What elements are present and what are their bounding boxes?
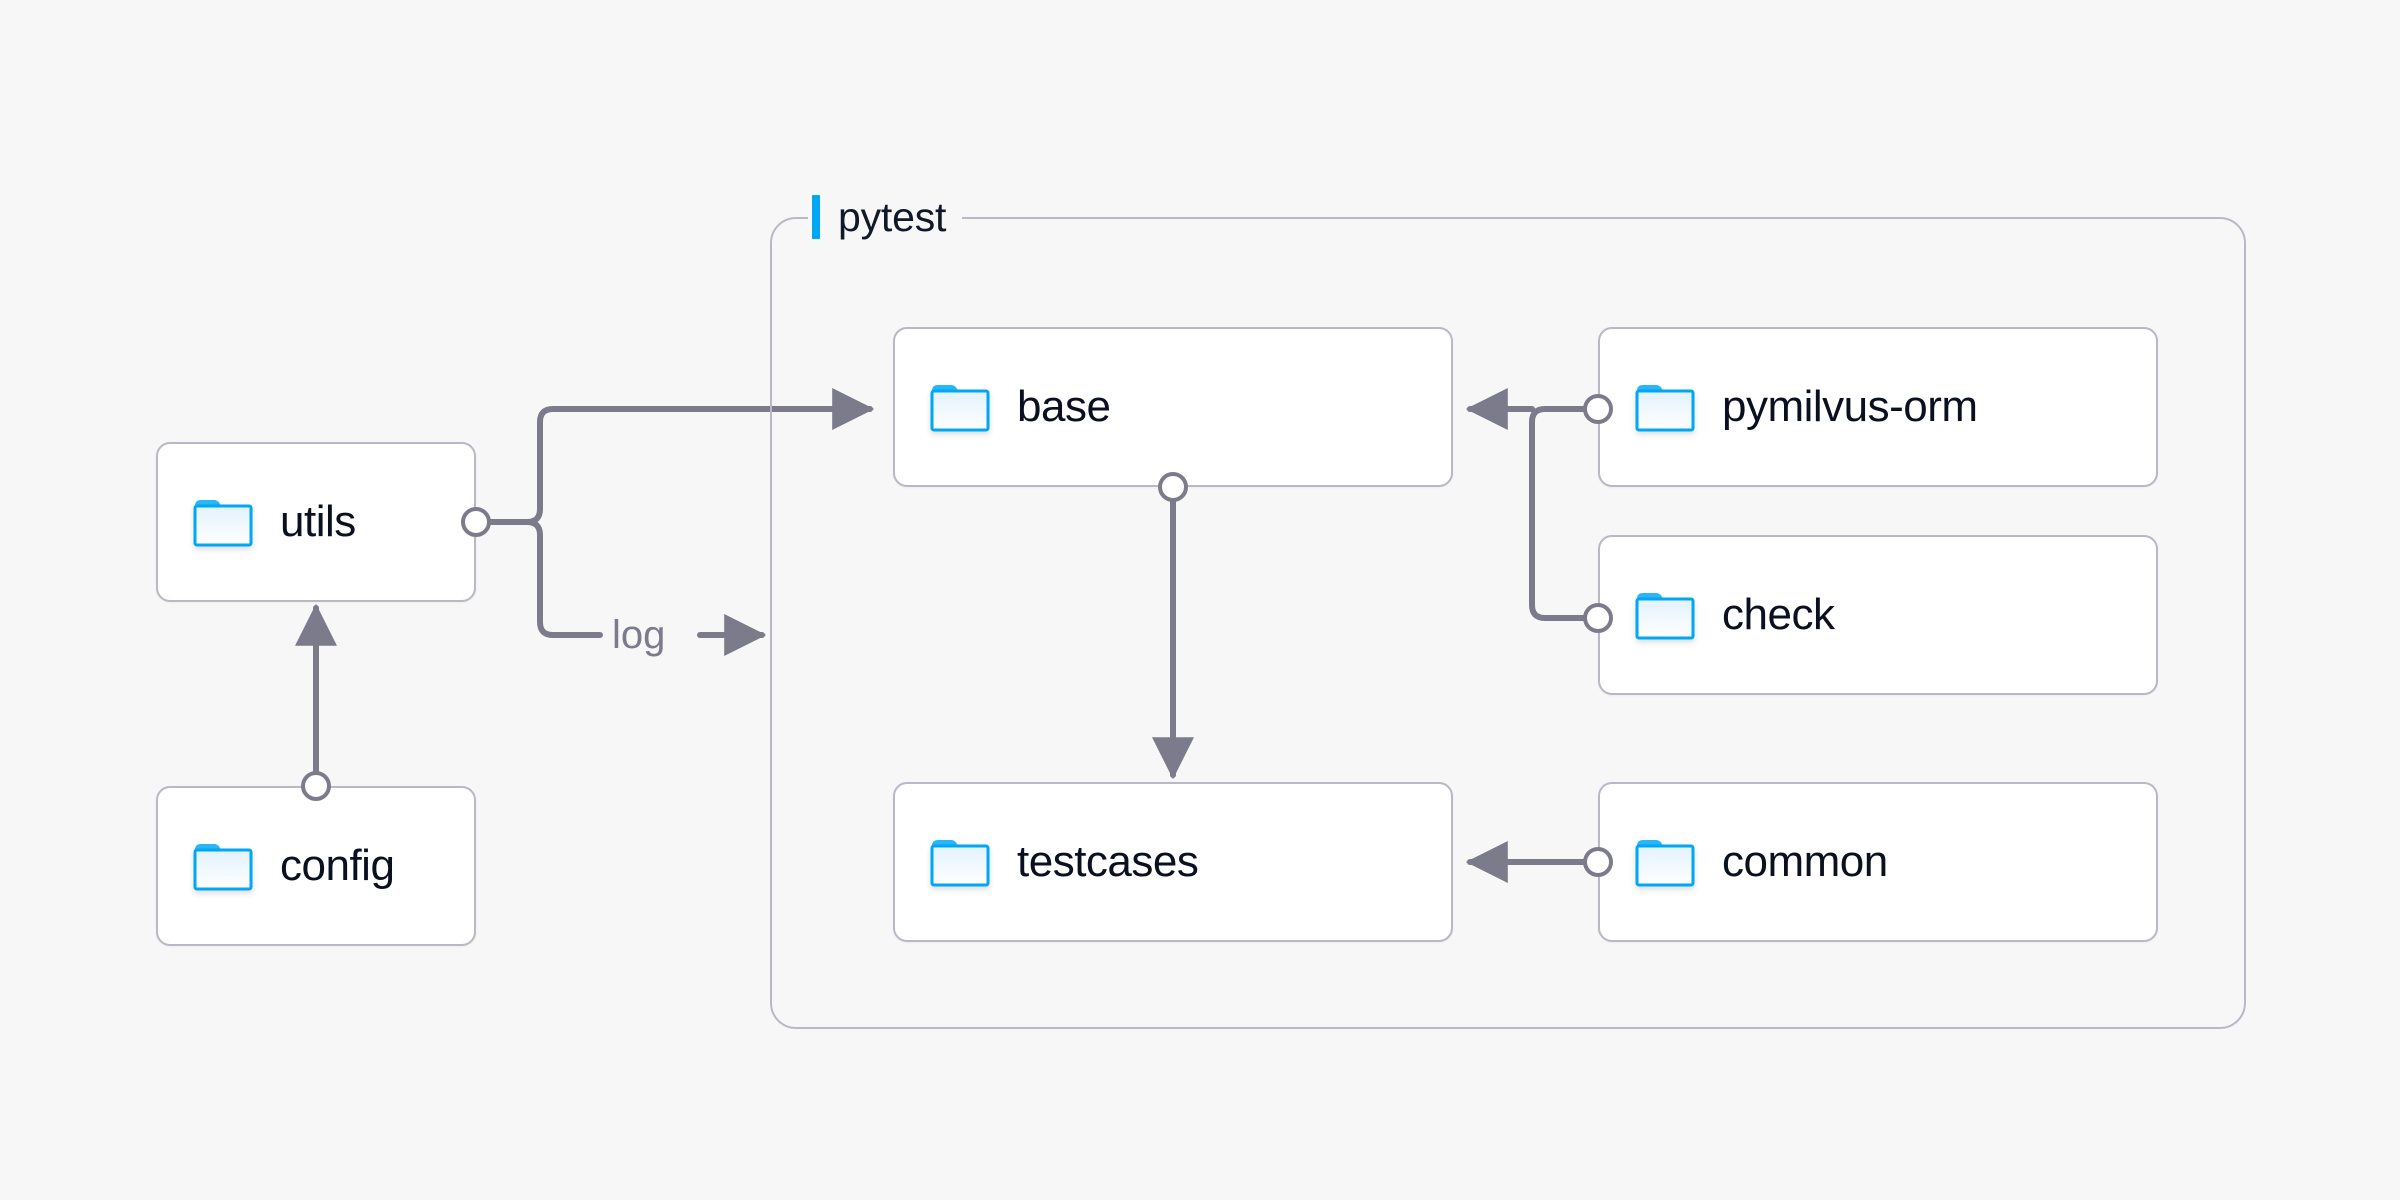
node-common[interactable]: common — [1598, 782, 2158, 942]
edge-label-log: log — [604, 613, 674, 657]
folder-icon — [929, 836, 991, 888]
group-pytest-label: pytest — [808, 190, 963, 244]
node-label: pymilvus-orm — [1722, 382, 1978, 431]
node-utils[interactable]: utils — [156, 442, 476, 602]
node-label: utils — [280, 497, 356, 546]
port-pymilvus-orm-left[interactable] — [1583, 394, 1613, 424]
port-common-left[interactable] — [1583, 847, 1613, 877]
node-label: config — [280, 841, 395, 890]
folder-icon — [1634, 589, 1696, 641]
folder-icon — [192, 496, 254, 548]
node-config[interactable]: config — [156, 786, 476, 946]
port-base-bottom[interactable] — [1158, 472, 1188, 502]
node-label: testcases — [1017, 837, 1199, 886]
node-label: base — [1017, 382, 1111, 431]
node-testcases[interactable]: testcases — [893, 782, 1453, 942]
accent-bar-icon — [812, 195, 820, 239]
folder-icon — [192, 840, 254, 892]
port-check-left[interactable] — [1583, 603, 1613, 633]
node-label: common — [1722, 837, 1888, 886]
node-base[interactable]: base — [893, 327, 1453, 487]
node-check[interactable]: check — [1598, 535, 2158, 695]
node-label: check — [1722, 590, 1835, 639]
group-pytest — [770, 217, 2246, 1029]
port-config-top[interactable] — [301, 771, 331, 801]
edge-utils-log — [487, 519, 603, 638]
folder-icon — [929, 381, 991, 433]
group-title: pytest — [838, 193, 947, 240]
folder-icon — [1634, 381, 1696, 433]
port-utils-right[interactable] — [461, 507, 491, 537]
node-pymilvus-orm[interactable]: pymilvus-orm — [1598, 327, 2158, 487]
folder-icon — [1634, 836, 1696, 888]
